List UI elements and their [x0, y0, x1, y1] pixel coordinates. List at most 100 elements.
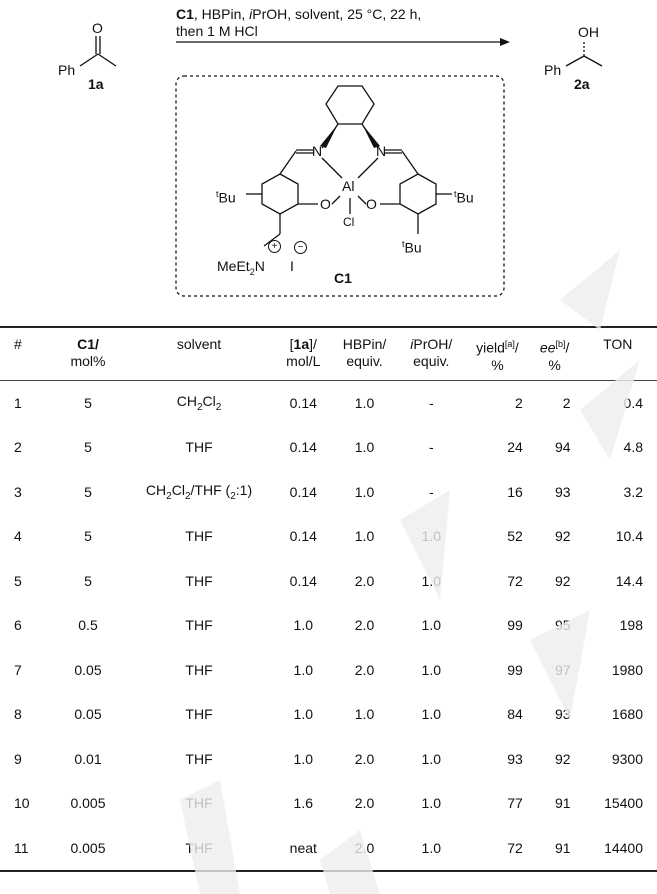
cell-entry: 6	[14, 617, 22, 634]
cell-solvent: THF	[185, 528, 213, 545]
cell-iproh: -	[428, 394, 434, 411]
cell-solvent: THF	[185, 750, 213, 767]
cell-entry: 10	[14, 795, 30, 812]
cell-solvent: THF	[185, 706, 213, 723]
cell-entry: 4	[14, 528, 22, 545]
cell-iproh: 1.0	[421, 706, 442, 723]
cell-ton: 9300	[611, 750, 643, 767]
col-concentration-header: [1a]/mol/L	[276, 325, 331, 381]
cell-concentration: 0.14	[289, 483, 317, 500]
cell-entry: 7	[14, 661, 22, 678]
cell-yield: 84	[507, 706, 523, 723]
cell-iproh: 1.0	[421, 795, 442, 812]
cell-hbpin: 2.0	[354, 617, 375, 634]
cell-yield: 99	[507, 661, 523, 678]
cell-solvent: CH2Cl2	[176, 393, 222, 413]
col-solvent-header: solvent	[122, 325, 276, 381]
cell-hbpin: 2.0	[354, 572, 375, 589]
cell-ton: 14400	[578, 825, 657, 873]
cell-catalyst-loading: 0.01	[74, 750, 102, 767]
cell-hbpin: 1.0	[354, 483, 375, 500]
cell-catalyst-loading: 5	[84, 439, 92, 456]
cell-hbpin: 1.0	[354, 439, 375, 456]
reactant-phenyl: Ph	[58, 62, 76, 78]
catalyst-label-inline: C1	[176, 6, 194, 22]
cell-ee: 2	[562, 394, 571, 411]
cell-ee: 94	[554, 439, 571, 456]
cell-catalyst-loading: 5	[84, 572, 92, 589]
catalyst-oxygen-left: O	[320, 196, 331, 212]
cell-concentration: 0.14	[289, 528, 317, 545]
reaction-scheme: C1, HBPin, iPrOH, solvent, 25 °C, 22 h, …	[0, 0, 657, 310]
cell-concentration: 0.14	[289, 394, 317, 411]
cell-solvent: THF	[185, 795, 213, 812]
cell-concentration: 1.0	[293, 706, 314, 723]
col-hbpin-header: HBPin/equiv.	[330, 325, 399, 381]
catalyst-nitrogen-left: N	[312, 143, 323, 159]
table-header-row: # C1/mol% solvent [1a]/mol/L HBPin/equiv…	[0, 325, 657, 381]
cell-yield: 72	[507, 572, 523, 589]
cell-catalyst-loading: 0.005	[70, 795, 106, 812]
cell-concentration: 1.0	[293, 750, 314, 767]
reaction-conditions-line2: then 1 M HCl	[176, 23, 258, 39]
cell-entry: 3	[14, 483, 22, 500]
cell-concentration: 1.0	[293, 661, 314, 678]
col-yield-header: yield[a]/%	[464, 325, 531, 381]
cell-ton: 198	[619, 617, 643, 634]
cell-ton: 4.8	[623, 439, 643, 456]
cell-yield: 93	[507, 750, 523, 767]
cell-yield: 72	[464, 825, 531, 873]
cell-iproh: 1.0	[421, 750, 442, 767]
cell-catalyst-loading: 0.05	[74, 661, 102, 678]
cell-ee: 97	[554, 661, 571, 678]
cell-catalyst-loading: 0.005	[54, 825, 122, 873]
cell-concentration: 1.6	[293, 795, 314, 812]
cell-hbpin: 1.0	[354, 394, 375, 411]
cell-ee: 91	[554, 795, 571, 812]
col-iproh-header: iPrOH/equiv.	[398, 325, 465, 381]
cell-entry: 11	[0, 825, 54, 873]
cell-yield: 99	[507, 617, 523, 634]
cell-iproh: 1.0	[421, 617, 442, 634]
cell-iproh: 1.0	[421, 528, 442, 545]
reaction-conditions-line1: C1, HBPin, iPrOH, solvent, 25 °C, 22 h,	[176, 6, 421, 22]
conditions-rest: PrOH, solvent, 25 °C, 22 h,	[252, 6, 422, 22]
col-ton-header: TON	[578, 325, 657, 381]
cell-yield: 52	[507, 528, 523, 545]
catalyst-tbu-left: tBu	[216, 189, 236, 206]
cell-iproh: -	[428, 483, 434, 500]
scheme-drawing	[79, 36, 603, 297]
cell-concentration: 1.0	[293, 617, 314, 634]
cell-solvent: THF	[185, 617, 213, 634]
cell-catalyst-loading: 0.5	[78, 617, 98, 634]
cell-catalyst-loading: 5	[84, 483, 92, 500]
col-entry-header: #	[0, 325, 54, 381]
catalyst-iodide: I	[290, 258, 294, 274]
cell-entry: 5	[14, 572, 22, 589]
cell-iproh: 1.0	[421, 572, 442, 589]
cell-concentration: 0.14	[289, 572, 317, 589]
cell-concentration: neat	[276, 825, 331, 873]
cell-entry: 8	[14, 706, 22, 723]
cell-ton: 0.4	[623, 394, 643, 411]
cell-solvent: THF	[185, 661, 213, 678]
catalyst-tbu-right: tBu	[454, 189, 474, 206]
cell-solvent: CH2Cl2/THF (2:1)	[145, 482, 253, 502]
cell-iproh: 1.0	[398, 825, 465, 873]
cell-hbpin: 2.0	[354, 661, 375, 678]
cell-solvent: THF	[185, 572, 213, 589]
cell-yield: 77	[507, 795, 523, 812]
product-phenyl: Ph	[544, 62, 562, 78]
cell-ee: 93	[554, 483, 571, 500]
cell-catalyst-loading: 5	[84, 394, 92, 411]
cell-hbpin: 2.0	[330, 825, 399, 873]
reactant-oxygen: O	[92, 20, 103, 36]
